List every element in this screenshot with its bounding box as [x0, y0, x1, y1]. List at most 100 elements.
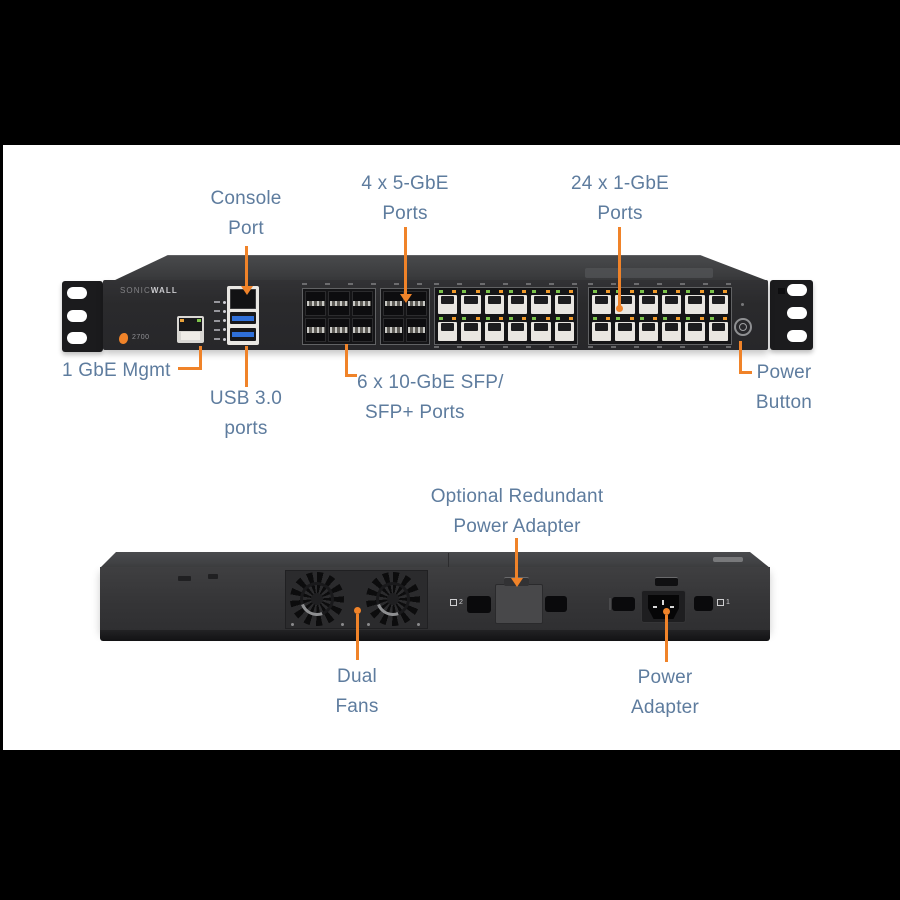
activity-led — [545, 317, 550, 320]
front-rack-ear-right — [770, 280, 813, 350]
label-line: 6 x 10-GbE SFP/ — [357, 372, 504, 393]
link-led — [509, 290, 513, 293]
sfp-cage — [351, 317, 373, 342]
rear-vent-slot — [178, 576, 191, 581]
label-line: Fans — [335, 696, 379, 717]
sfp-cage — [406, 317, 427, 342]
activity-led — [606, 290, 611, 293]
gbe-rj45-port — [484, 317, 505, 342]
console-usb-module — [227, 286, 259, 345]
status-led — [214, 309, 228, 313]
link-led — [593, 290, 597, 293]
redundant-callout-arrow — [511, 578, 523, 587]
console-callout-arrow — [241, 286, 253, 295]
rj45-jack — [708, 295, 728, 314]
label-usb: USB 3.0 ports — [210, 384, 282, 444]
link-led — [686, 290, 691, 293]
gbe-rj45-port — [507, 317, 528, 342]
port-number-strip — [434, 283, 578, 285]
gbe-rj45-port — [460, 317, 481, 342]
gbe-rj45-port — [437, 290, 458, 315]
activity-led — [653, 290, 657, 293]
port-number-strip — [588, 283, 732, 285]
fan-right — [366, 572, 420, 626]
link-led — [462, 290, 467, 293]
rj45-jack — [685, 322, 705, 341]
activity-led — [699, 317, 704, 320]
c14-power-socket — [648, 595, 679, 619]
rj45-jack — [592, 295, 612, 314]
label-line: SFP+ Ports — [365, 402, 465, 423]
gbe-rj45-port — [460, 290, 481, 315]
power-button — [734, 318, 752, 336]
link-led — [532, 290, 537, 293]
link-led — [485, 290, 490, 293]
rj45-jack — [461, 322, 481, 341]
5gbe-callout-arrow — [400, 294, 412, 303]
gbe-rj45-port — [661, 290, 682, 315]
activity-led — [452, 290, 457, 293]
rear-cutout — [612, 597, 635, 611]
psu-outline-icon — [450, 599, 457, 606]
gbe-rj45-port — [507, 290, 528, 315]
link-led — [555, 317, 560, 320]
activity-led — [606, 317, 611, 320]
gbe-rj45-port — [554, 290, 575, 315]
letterbox-bottom — [0, 750, 900, 900]
power-inlet-latch — [655, 577, 678, 586]
label-line: Ports — [382, 203, 428, 224]
gbe-rj45-port — [661, 317, 682, 342]
rj45-jack — [508, 322, 528, 341]
fan-hub — [311, 593, 323, 605]
gbe-rj45-port — [708, 317, 729, 342]
letterbox-left-edge — [0, 0, 3, 900]
link-led — [462, 317, 467, 320]
label-line: Ports — [597, 203, 643, 224]
gbe-rj45-port — [708, 290, 729, 315]
sfp-port-group-2 — [380, 288, 430, 345]
usb-port-2 — [230, 328, 256, 341]
chassis-top-edge-highlight — [165, 255, 703, 256]
activity-led — [629, 317, 634, 320]
screw — [291, 623, 294, 626]
port-number-strip — [302, 283, 430, 285]
rj45-jack — [508, 295, 528, 314]
poweradapter-callout-dot — [663, 608, 670, 615]
psu-slot-2-number: 2 — [459, 599, 463, 606]
mgmt-callout-hline — [178, 367, 202, 370]
rear-top-highlight — [713, 557, 743, 562]
activity-led — [522, 317, 527, 320]
model-number: 2700 — [132, 334, 150, 341]
activity-led — [723, 317, 727, 320]
socket-pin — [662, 600, 664, 605]
rack-hole — [787, 307, 807, 319]
link-led — [485, 317, 490, 320]
sfp-cage — [383, 291, 404, 316]
label-line: USB 3.0 — [209, 388, 283, 409]
label-console-port: Console Port — [210, 184, 281, 244]
label-line: Power — [756, 362, 812, 383]
activity-led — [676, 317, 681, 320]
rack-hole — [67, 287, 87, 299]
rj45-jack — [554, 295, 574, 314]
label-line: ports — [224, 418, 268, 439]
label-mgmt: 1 GbE Mgmt — [62, 356, 171, 386]
activity-led — [452, 317, 457, 320]
label-line: Power — [637, 667, 693, 688]
label-line: Button — [755, 392, 813, 413]
activity-led — [676, 290, 681, 293]
screw — [417, 623, 420, 626]
label-line: Dual — [337, 666, 377, 687]
link-led — [555, 290, 560, 293]
rj45-jack — [638, 295, 658, 314]
reset-pinhole — [741, 303, 744, 306]
status-led — [214, 337, 228, 341]
gbe-rj45-port — [684, 290, 705, 315]
rear-cutout — [694, 596, 713, 611]
socket-pin — [670, 606, 674, 608]
sonicwall-flame-icon — [119, 333, 128, 344]
gbe-rj45-port — [591, 317, 612, 342]
gbe-rj45-port — [530, 317, 551, 342]
activity-led — [653, 317, 657, 320]
psu-slot-1-icon: 1 — [717, 599, 730, 606]
